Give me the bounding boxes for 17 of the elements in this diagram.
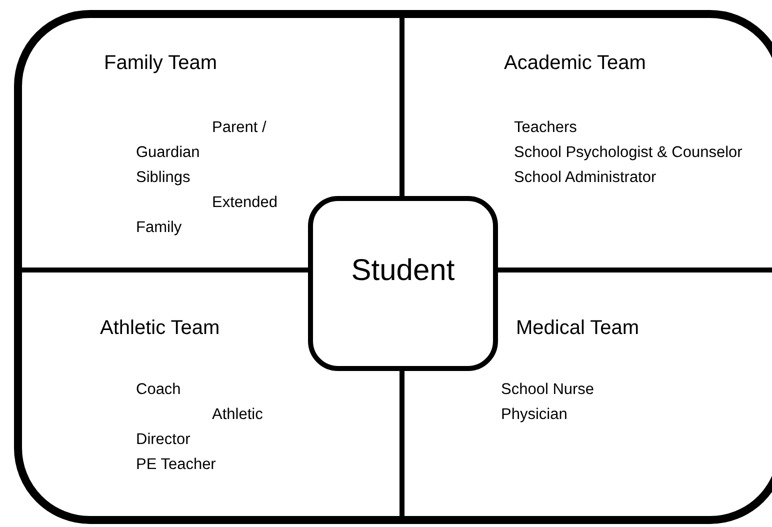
team-heading: Academic Team [504,51,646,75]
team-member: School Psychologist & Counselor [514,143,744,163]
team-heading: Athletic Team [100,316,220,340]
team-heading: Family Team [104,51,217,75]
team-member: Physician [501,405,568,425]
team-heading: Medical Team [516,316,640,340]
team-member: PE Teacher [136,455,217,475]
team-member: Teachers [514,118,578,138]
team-member: Parent / Guardian [136,118,268,163]
team-member: Extended Family [136,193,278,238]
team-member: Siblings [136,168,192,188]
team-member: School Administrator [514,168,658,188]
center-label: Student [351,253,455,289]
team-member: Coach [136,380,182,400]
center-box [308,196,498,371]
team-member: Athletic Director [136,405,264,450]
team-member: School Nurse [501,380,596,400]
